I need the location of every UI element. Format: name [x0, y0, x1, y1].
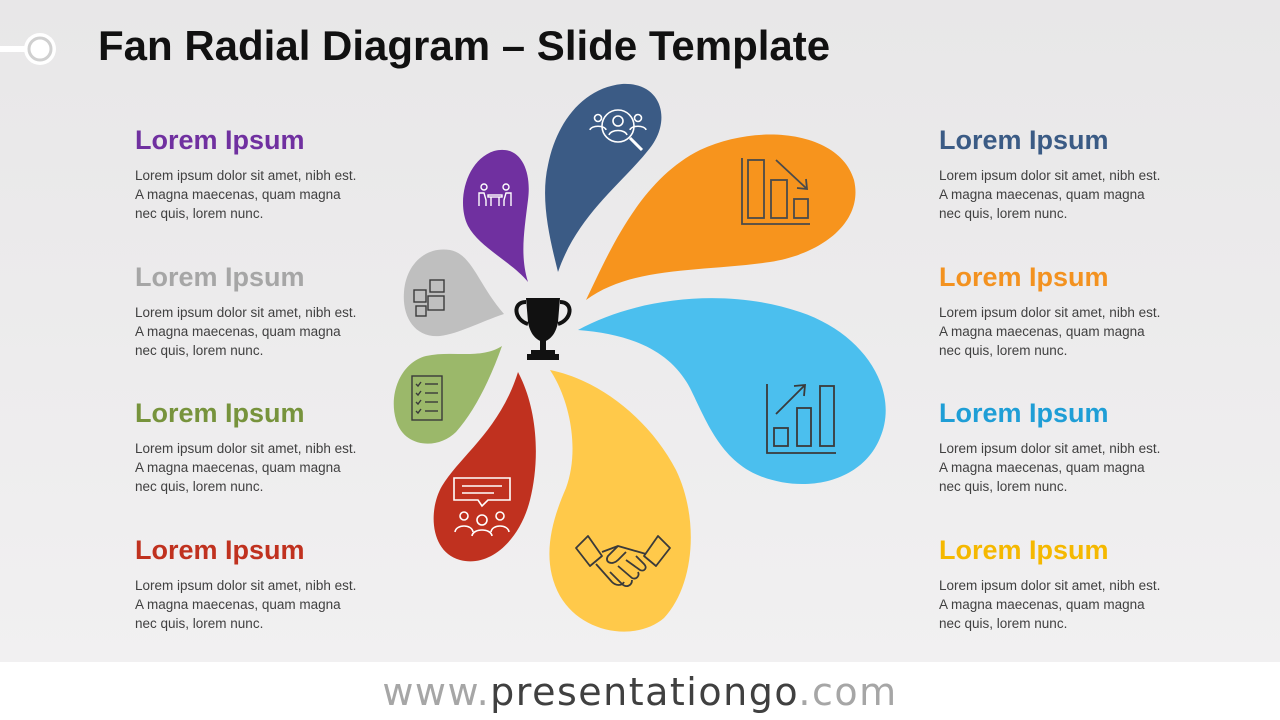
petal-red — [433, 372, 536, 562]
handshake-icon — [575, 535, 671, 587]
text-block-left-4: Lorem Ipsum Lorem ipsum dolor sit amet, … — [135, 534, 365, 633]
text-block-left-3: Lorem Ipsum Lorem ipsum dolor sit amet, … — [135, 397, 365, 496]
petal-gray — [403, 249, 504, 337]
footer-url-suffix: .com — [798, 670, 898, 714]
text-block-right-1: Lorem Ipsum Lorem ipsum dolor sit amet, … — [939, 124, 1169, 223]
block-body: Lorem ipsum dolor sit amet, nibh est. A … — [135, 578, 357, 631]
block-body: Lorem ipsum dolor sit amet, nibh est. A … — [135, 305, 357, 358]
petal-green — [393, 346, 502, 444]
block-body: Lorem ipsum dolor sit amet, nibh est. A … — [939, 168, 1161, 221]
block-heading: Lorem Ipsum — [939, 398, 1109, 428]
footer-url[interactable]: www.presentationgo.com — [0, 670, 1280, 714]
petal-blue — [578, 298, 886, 485]
team-search-icon — [589, 109, 647, 152]
text-block-left-1: Lorem Ipsum Lorem ipsum dolor sit amet, … — [135, 124, 365, 223]
footer-url-domain: presentationgo — [490, 670, 799, 714]
text-block-right-3: Lorem Ipsum Lorem ipsum dolor sit amet, … — [939, 397, 1169, 496]
footer-bar — [0, 662, 1280, 720]
petal-navy — [545, 83, 662, 273]
block-body: Lorem ipsum dolor sit amet, nibh est. A … — [135, 168, 357, 221]
block-body: Lorem ipsum dolor sit amet, nibh est. A … — [135, 441, 357, 494]
discussion-icon — [453, 477, 511, 537]
text-block-right-4: Lorem Ipsum Lorem ipsum dolor sit amet, … — [939, 534, 1169, 633]
block-heading: Lorem Ipsum — [135, 125, 305, 155]
checklist-icon — [411, 375, 443, 421]
trophy-icon — [514, 298, 572, 360]
fan-radial-diagram — [393, 83, 886, 632]
logo-mark — [0, 33, 56, 65]
block-body: Lorem ipsum dolor sit amet, nibh est. A … — [939, 441, 1161, 494]
bar-chart-down-icon — [741, 158, 810, 225]
block-body: Lorem ipsum dolor sit amet, nibh est. A … — [939, 305, 1161, 358]
sticky-notes-icon — [413, 279, 445, 317]
slide-title: Fan Radial Diagram – Slide Template — [98, 22, 831, 69]
block-heading: Lorem Ipsum — [135, 535, 305, 565]
petal-purple — [463, 149, 529, 282]
block-heading: Lorem Ipsum — [939, 125, 1109, 155]
petal-orange — [586, 134, 856, 300]
footer-url-prefix: www. — [382, 670, 491, 714]
block-body: Lorem ipsum dolor sit amet, nibh est. A … — [939, 578, 1161, 631]
bar-chart-up-icon — [766, 384, 836, 454]
block-heading: Lorem Ipsum — [135, 398, 305, 428]
text-block-left-2: Lorem Ipsum Lorem ipsum dolor sit amet, … — [135, 261, 365, 360]
block-heading: Lorem Ipsum — [939, 262, 1109, 292]
petal-yellow — [549, 370, 691, 632]
block-heading: Lorem Ipsum — [939, 535, 1109, 565]
block-heading: Lorem Ipsum — [135, 262, 305, 292]
text-block-right-2: Lorem Ipsum Lorem ipsum dolor sit amet, … — [939, 261, 1169, 360]
meeting-icon — [478, 183, 512, 206]
